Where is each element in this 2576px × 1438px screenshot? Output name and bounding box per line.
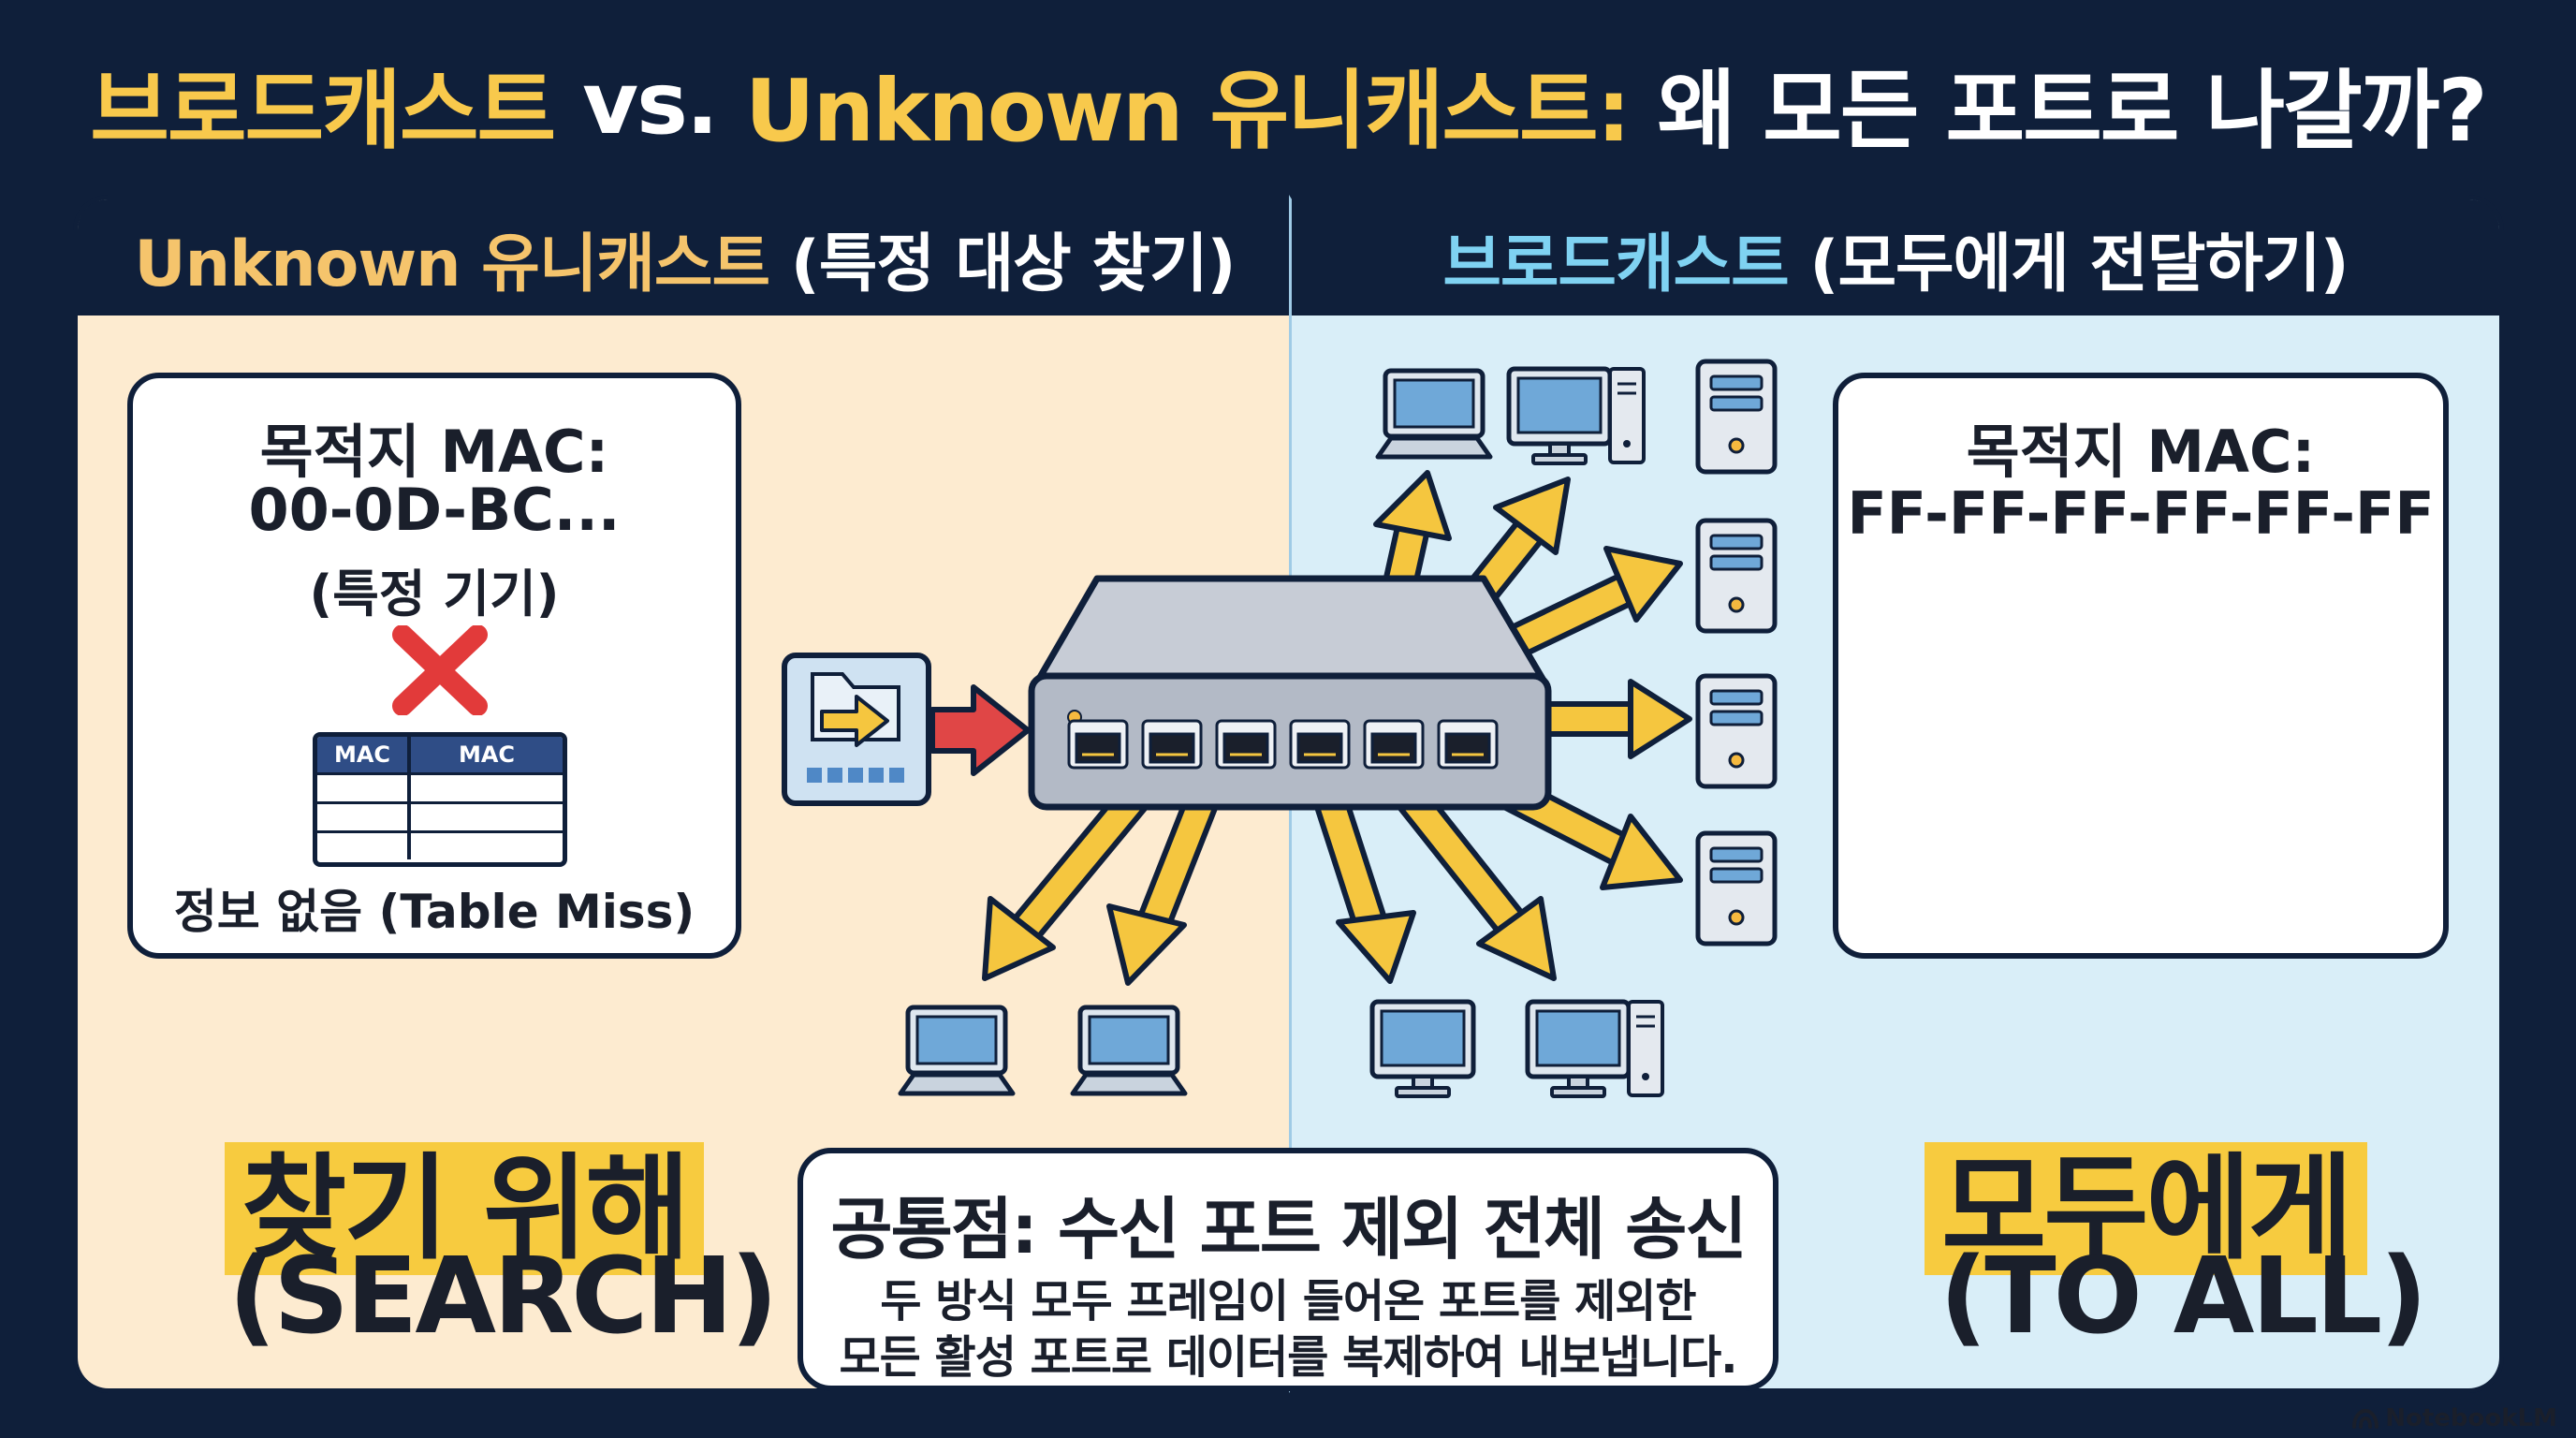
common-point-title: 공통점: 수신 포트 제외 전체 송신: [830, 1190, 1747, 1269]
broadcast-header: 브로드캐스트 (모두에게 전달하기): [1292, 199, 2499, 315]
mac-table-header-2: MAC: [458, 741, 516, 768]
tower-icon: [1608, 367, 1646, 464]
mac-table-row: [317, 801, 563, 830]
table-miss-caption: 정보 없음 (Table Miss): [173, 885, 695, 939]
title-vs: vs.: [554, 52, 745, 154]
brand-label: NotebookLM: [2385, 1404, 2557, 1432]
desktop-icon: [1509, 369, 1610, 463]
search-keyword: 찾기 위해: [225, 1116, 705, 1282]
dest-mac-label: 목적지 MAC:: [259, 418, 609, 486]
brand-watermark: NotebookLM: [2351, 1404, 2557, 1432]
search-keyword-en: (SEARCH): [228, 1236, 778, 1357]
server-icon: [1698, 361, 1775, 472]
dest-mac-value: 00-0D-BC...: [248, 476, 621, 544]
broadcast-dest-mac-value: FF-FF-FF-FF-FF-FF: [1847, 479, 2435, 548]
arrow-to-desktop-bottom-1: [1311, 778, 1416, 984]
common-point-line-2: 모든 활성 포트로 데이터를 복제하여 내보냅니다.: [839, 1331, 1738, 1384]
common-point-line-1: 두 방식 모두 프레임이 들어온 포트를 제외한: [880, 1275, 1696, 1328]
to-all-keyword-en: (TO ALL): [1939, 1236, 2427, 1357]
arrow-to-laptop-2: [1106, 769, 1225, 986]
common-point-box: 공통점: 수신 포트 제외 전체 송신 두 방식 모두 프레임이 들어온 포트를…: [798, 1148, 1778, 1391]
title-unknown-unicast: Unknown 유니캐스트:: [744, 60, 1632, 161]
switch-icon: [1028, 575, 1552, 811]
notebooklm-logo-icon: [2352, 1408, 2379, 1429]
broadcast-card: 목적지 MAC: FF-FF-FF-FF-FF-FF: [1833, 373, 2449, 959]
server-icon: [1698, 676, 1775, 786]
server-icon: [1698, 833, 1775, 944]
laptop-icon: [1073, 1007, 1185, 1093]
broadcast-header-rest: (모두에게 전달하기): [1788, 227, 2349, 301]
incoming-arrow: [929, 684, 1031, 776]
mac-address-table: MAC MAC: [313, 732, 567, 867]
search-keyword-highlight: 찾기 위해: [225, 1142, 705, 1275]
mac-table-row: [317, 772, 563, 801]
unknown-unicast-header-rest: (특정 대상 찾기): [769, 227, 1237, 301]
x-mark-icon: [392, 625, 488, 715]
unknown-unicast-card: 목적지 MAC: 00-0D-BC... (특정 기기) MAC MAC 정보 …: [127, 373, 741, 959]
mac-table-row: [317, 830, 563, 859]
laptop-icon: [1378, 371, 1490, 457]
flood-arrows: [982, 470, 1692, 986]
mac-table-header-1: MAC: [317, 737, 411, 772]
page-title: 브로드캐스트 vs. Unknown 유니캐스트: 왜 모든 포트로 나갈까?: [0, 0, 2576, 206]
broadcast-dest-mac-label: 목적지 MAC:: [1966, 418, 2316, 486]
broadcast-header-highlight: 브로드캐스트: [1442, 227, 1789, 301]
tower-icon: [1627, 1000, 1664, 1097]
desktop-icon: [1372, 1002, 1473, 1096]
to-all-keyword: 모두에게: [1925, 1116, 2367, 1282]
desktop-icon: [1528, 1002, 1629, 1096]
to-all-keyword-highlight: 모두에게: [1925, 1142, 2367, 1275]
dest-mac-note: (특정 기기): [309, 565, 560, 624]
unknown-unicast-header-highlight: Unknown 유니캐스트: [134, 227, 770, 301]
incoming-frame-icon: [782, 653, 931, 806]
title-broadcast: 브로드캐스트: [90, 60, 556, 161]
title-question: 왜 모든 포트로 나갈까?: [1629, 60, 2487, 161]
server-icon: [1698, 521, 1775, 631]
laptop-icon: [900, 1007, 1013, 1093]
unknown-unicast-header: Unknown 유니캐스트 (특정 대상 찾기): [78, 199, 1292, 315]
